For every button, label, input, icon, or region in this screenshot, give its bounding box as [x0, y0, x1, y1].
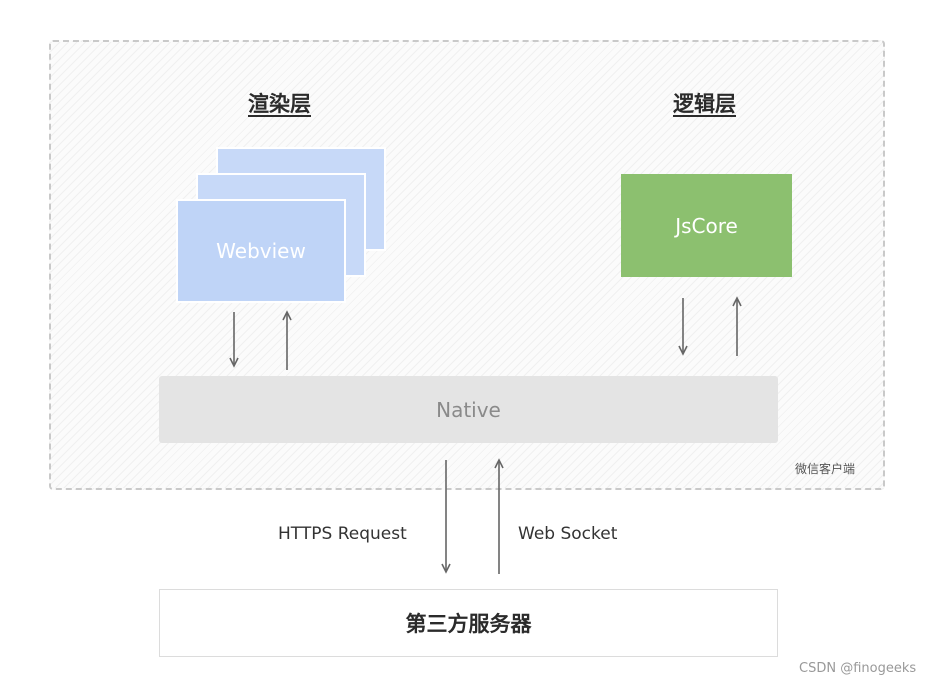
jscore-up-arrowhead [732, 296, 742, 307]
logic-layer-title: 逻辑层 [673, 92, 736, 116]
native-label: Native [436, 397, 501, 422]
csdn-watermark: CSDN @finogeeks [799, 661, 917, 676]
jscore-label: JsCore [675, 213, 738, 238]
native-box: Native [159, 376, 778, 443]
webview-label: Webview [216, 239, 306, 263]
wechat-client-label: 微信客户端 [795, 462, 856, 476]
render-layer-title: 渲染层 [248, 92, 311, 116]
webview-box: Webview [176, 199, 346, 303]
https-request-label: HTTPS Request [278, 524, 407, 544]
jscore-box: JsCore [621, 174, 792, 277]
webview-up-arrowhead [282, 310, 292, 321]
third-party-server-box: 第三方服务器 [159, 589, 778, 657]
third-party-server-label: 第三方服务器 [405, 612, 532, 636]
websocket-label: Web Socket [518, 524, 618, 544]
webview-down-arrowhead [229, 357, 239, 368]
https-down-arrowhead [441, 563, 451, 574]
websocket-up-arrowhead [494, 458, 504, 469]
jscore-down-arrowhead [678, 345, 688, 356]
